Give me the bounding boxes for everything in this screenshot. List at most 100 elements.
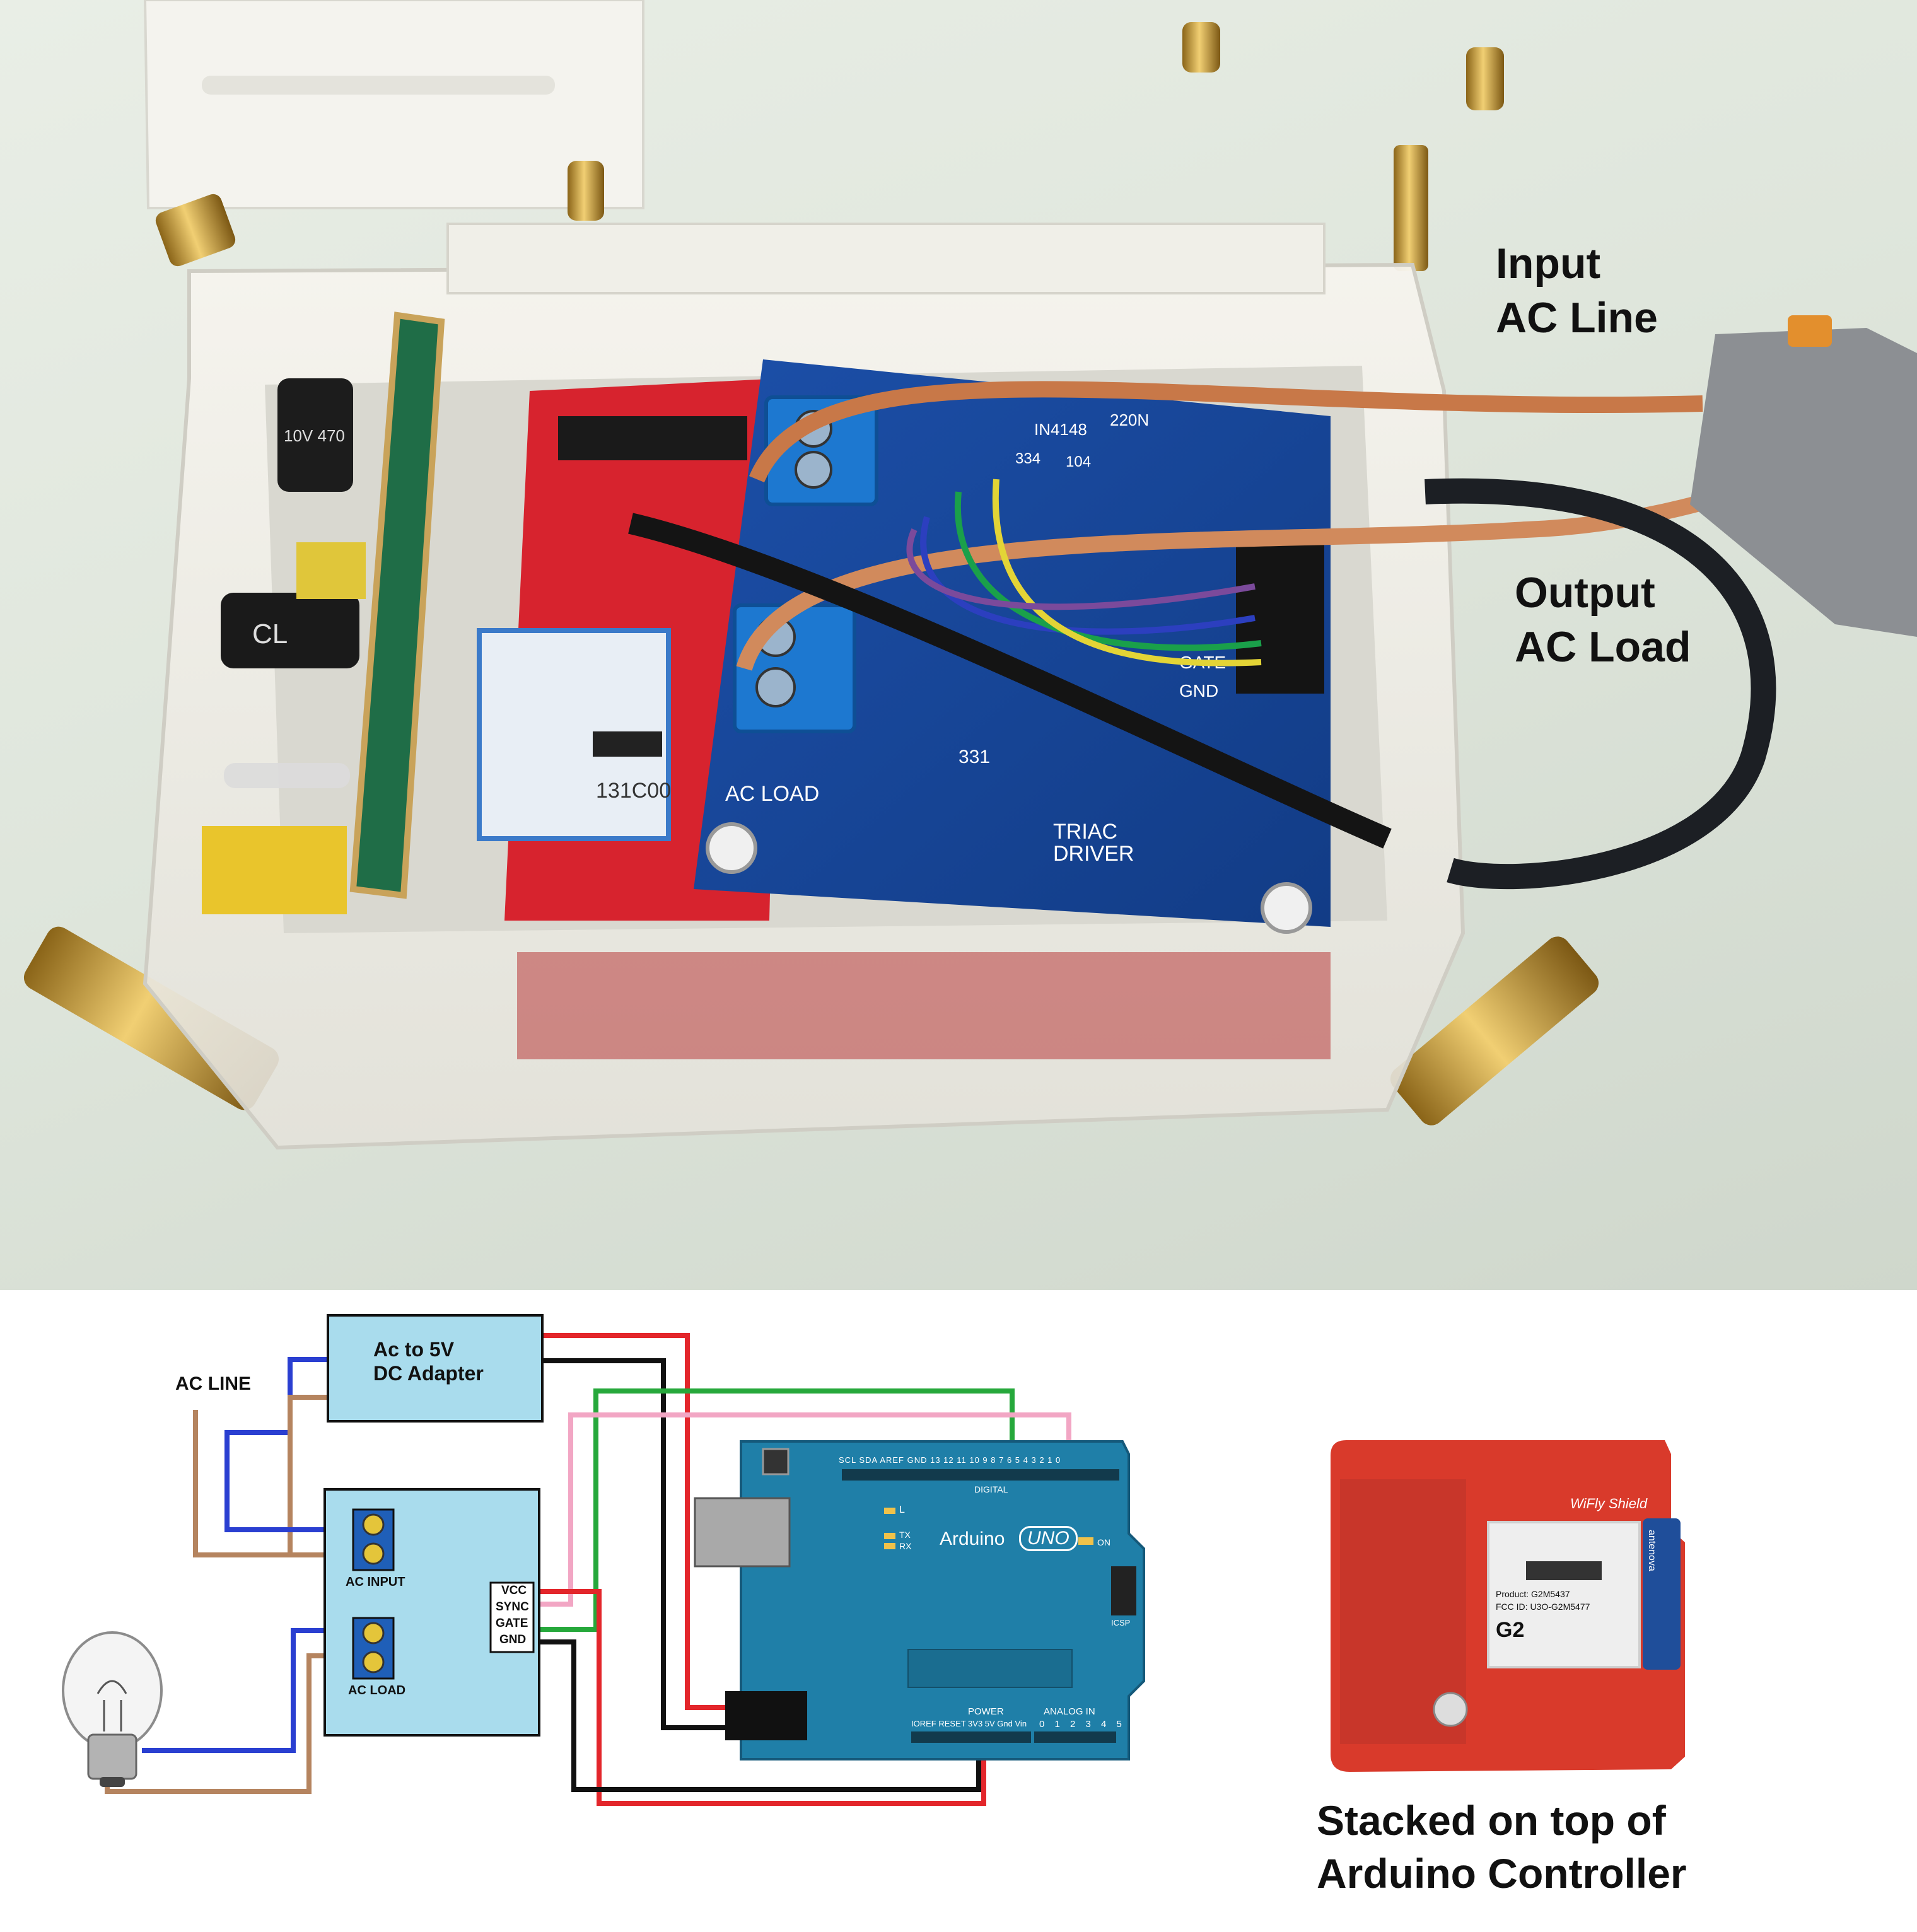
wire-red-5v <box>542 1333 725 1710</box>
microcontroller-chip <box>907 1649 1073 1688</box>
board-triac-text: TRIAC <box>1053 820 1117 844</box>
terminal-screw <box>362 1622 385 1644</box>
power-header <box>911 1731 1031 1743</box>
capacitor-rating-text: 10V 470 <box>284 426 345 445</box>
wire-brown-load <box>105 1653 328 1794</box>
black-cable <box>628 513 1392 849</box>
gray-plug <box>1690 328 1917 637</box>
header-socket <box>558 416 747 460</box>
bulb-tip <box>100 1777 125 1787</box>
pin-gnd: GND <box>499 1633 527 1646</box>
mounting-hole <box>706 822 757 874</box>
capacitor-cl-text: CL <box>252 619 288 649</box>
shield-product: Product: G2M5437 <box>1496 1589 1570 1599</box>
led-l <box>884 1508 895 1514</box>
wire-black-gnd <box>542 1358 725 1730</box>
wiring-diagram-drawing <box>62 1314 1685 1806</box>
led-tx <box>884 1533 895 1539</box>
board-cap-text: 220N <box>1110 410 1149 429</box>
arduino-l-label: L <box>899 1504 905 1515</box>
wire-pink-sync <box>537 1412 1071 1607</box>
wire-blue-line-input <box>224 1487 328 1532</box>
terminal-screw <box>362 1513 385 1536</box>
wiring-diagram: AC LINE Ac to 5V DC Adapter AC INPUT AC … <box>0 1290 1917 1932</box>
ac-input-label: AC INPUT <box>346 1575 405 1589</box>
reset-button <box>762 1448 790 1475</box>
spare-lid <box>143 0 644 209</box>
color-wire <box>920 516 1256 635</box>
board-driver-text: DRIVER <box>1053 842 1134 866</box>
pin-gate: GATE <box>496 1617 528 1630</box>
assembly-photo-drawing: 131C00 10V 470 CL AC LOAD TRIAC DRIVER 3… <box>23 0 1917 1150</box>
ac-load-label: AC LOAD <box>348 1684 406 1697</box>
input-label: Input AC Line <box>1496 236 1658 345</box>
terminal-screw <box>795 451 832 489</box>
shield-antenna: antenova <box>1646 1530 1657 1571</box>
input-label-line2: AC Line <box>1496 294 1658 342</box>
enclosure-back-tab <box>446 223 1326 294</box>
wifi-module <box>1487 1521 1641 1668</box>
standoff-nut <box>1182 22 1220 73</box>
bulb-glass <box>62 1631 163 1750</box>
yellow-capacitor <box>296 542 366 599</box>
color-wire <box>906 528 1256 610</box>
standoff-screw <box>1394 145 1428 271</box>
usb-port <box>694 1497 791 1568</box>
wire-black-ground <box>537 1639 981 1792</box>
color-wire <box>954 491 1262 651</box>
pin-vcc: VCC <box>501 1584 527 1597</box>
plug-orange-button <box>1788 315 1832 347</box>
terminal-screw <box>362 1651 385 1673</box>
output-label: Output AC Load <box>1515 566 1691 674</box>
caption-line2: Arduino Controller <box>1317 1850 1687 1897</box>
standoff-nut <box>568 161 604 221</box>
light-bulb-icon <box>62 1631 163 1787</box>
assembly-photo: 131C00 10V 470 CL AC LOAD TRIAC DRIVER 3… <box>0 0 1917 1290</box>
board-diode-text: IN4148 <box>1034 420 1087 439</box>
arduino-on-label: ON <box>1097 1537 1110 1547</box>
electrolytic-capacitor <box>277 378 353 492</box>
board-ac-load-text: AC LOAD <box>725 782 819 806</box>
digital-header <box>842 1469 1119 1481</box>
shield-title: WiFly Shield <box>1570 1496 1648 1511</box>
pin-sync: SYNC <box>496 1600 529 1614</box>
ac-line-label: AC LINE <box>175 1373 251 1394</box>
standoff-nut <box>1466 47 1504 110</box>
led-on <box>1078 1537 1093 1545</box>
adapter-label-line1: Ac to 5V <box>373 1338 455 1361</box>
output-label-line2: AC Load <box>1515 623 1691 671</box>
arduino-name: Arduino <box>940 1528 1005 1549</box>
board-334-text: 334 <box>1015 450 1040 467</box>
power-components: 10V 470 CL <box>202 378 366 914</box>
caption-line1: Stacked on top of <box>1317 1797 1666 1844</box>
yellow-capacitor <box>202 826 347 914</box>
color-wire <box>992 479 1262 666</box>
wire-blue-load <box>142 1628 328 1753</box>
wire-green-gate <box>537 1388 1015 1632</box>
output-label-line1: Output <box>1515 569 1655 617</box>
shield-fcc: FCC ID: U3O-G2M5477 <box>1496 1602 1590 1612</box>
arduino-tx-label: TX <box>899 1530 911 1540</box>
bulb-filament <box>96 1680 127 1731</box>
terminal-screw <box>755 667 796 707</box>
bulb-base <box>87 1733 137 1780</box>
electrolytic-capacitor <box>221 593 359 668</box>
input-label-line1: Input <box>1496 240 1601 288</box>
copper-wire <box>749 381 1703 483</box>
arduino-analog-pins: 0 1 2 3 4 5 <box>1039 1719 1126 1730</box>
wire-red-vcc <box>537 1589 986 1806</box>
board-104-text: 104 <box>1066 453 1091 470</box>
module-id-text: 131C00 <box>596 779 671 803</box>
black-cable <box>1425 478 1776 890</box>
shield-logo: G2 <box>1496 1618 1525 1642</box>
power-board <box>349 311 445 899</box>
standoff-front-right <box>1390 936 1599 1126</box>
arduino-power-pins: IOREF RESET 3V3 5V Gnd Vin <box>911 1719 1027 1728</box>
board-resistor-text: 331 <box>958 747 990 767</box>
arduino-power-label: POWER <box>968 1706 1004 1717</box>
adapter-box <box>327 1314 544 1423</box>
lid-slot <box>202 76 555 95</box>
analog-header <box>1034 1731 1116 1743</box>
arduino-digital-label: DIGITAL <box>974 1484 1008 1494</box>
shield-reset-button <box>1433 1692 1468 1727</box>
